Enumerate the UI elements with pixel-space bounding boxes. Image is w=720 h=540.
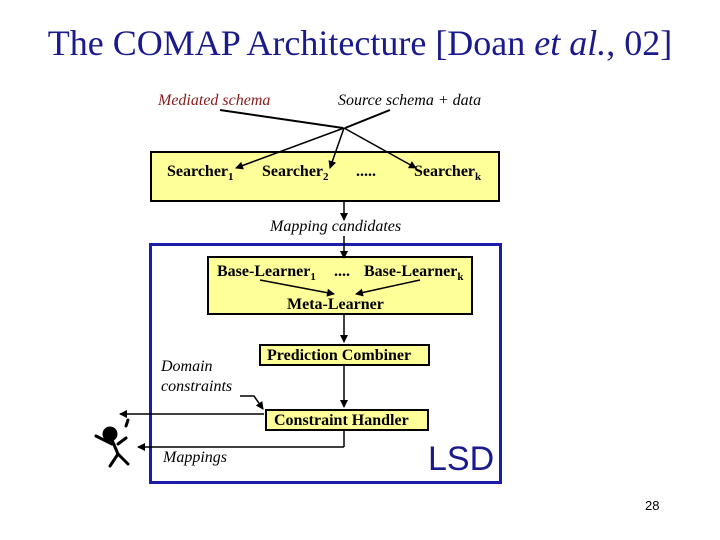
arrow-to-searcher-1: [235, 127, 345, 170]
searchers-box: Searcher1 Searcher2 ..... Searcherk: [150, 151, 500, 202]
base-learner-ellipsis: ....: [334, 263, 350, 280]
searcher-ellipsis: .....: [356, 163, 376, 180]
user-figure-icon: [94, 418, 130, 468]
lsd-frame: [149, 243, 502, 484]
arrow-to-searcher-k: [343, 127, 417, 169]
lsd-label: LSD: [428, 440, 495, 478]
searcher-k: Searcherk: [414, 163, 482, 184]
prediction-combiner-box: Prediction Combiner: [259, 344, 430, 366]
arrow-to-searcher-2: [328, 127, 345, 169]
searcher-1: Searcher1: [167, 163, 234, 184]
searcher-2: Searcher2: [262, 163, 329, 184]
mediated-input-line: [219, 109, 344, 129]
page-title: The COMAP Architecture [Doan et al., 02]: [47, 23, 673, 63]
arrow-base1-to-meta: [259, 279, 335, 297]
arrow-domain-to-handler: [240, 395, 264, 410]
constraint-handler-label: Constraint Handler: [274, 412, 409, 429]
prediction-combiner-label: Prediction Combiner: [267, 347, 412, 364]
domain-constraints-label: Domain constraints: [161, 358, 233, 395]
mediated-schema-label: Mediated schema: [158, 92, 271, 109]
constraint-handler-box: Constraint Handler: [265, 409, 429, 431]
source-input-line: [344, 109, 391, 129]
mappings-label: Mappings: [163, 449, 227, 466]
mapping-candidates-label: Mapping candidates: [270, 218, 402, 235]
base-learner-1: Base-Learner1: [217, 263, 316, 284]
source-schema-label: Source schema + data: [338, 92, 482, 109]
arrow-basek-to-meta: [355, 279, 421, 297]
page-number: 28: [645, 498, 660, 513]
meta-learner: Meta-Learner: [287, 296, 384, 313]
base-learner-k: Base-Learnerk: [364, 263, 464, 284]
